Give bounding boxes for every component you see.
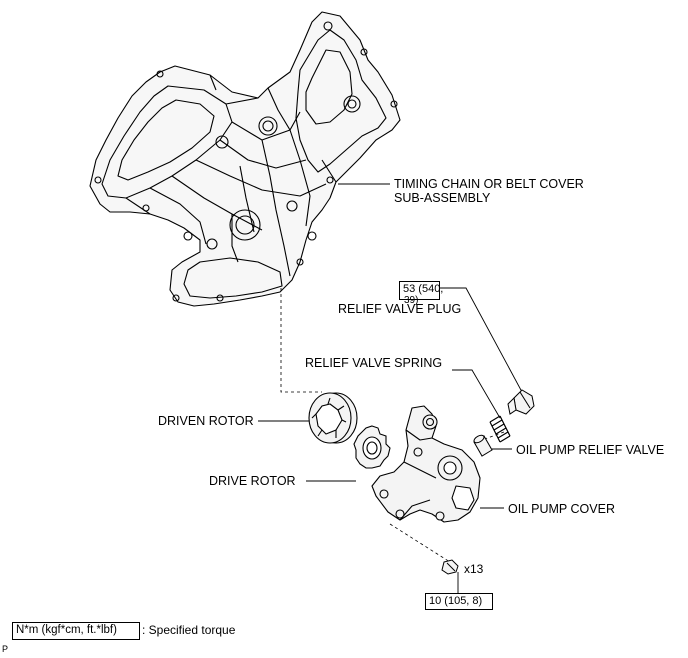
oil-pump-cover-label: OIL PUMP COVER bbox=[508, 502, 615, 516]
bolt-illustration bbox=[441, 559, 459, 575]
corner-mark: P bbox=[2, 644, 9, 654]
timing-chain-cover-illustration bbox=[89, 11, 401, 307]
driven-rotor-label: DRIVEN ROTOR bbox=[158, 414, 254, 428]
legend-description: : Specified torque bbox=[142, 623, 236, 637]
leader-lines bbox=[258, 183, 523, 594]
leader-relief-valve-plug bbox=[440, 287, 523, 393]
relief-valve-plug-label: RELIEF VALVE PLUG bbox=[338, 302, 462, 316]
oil-pump-cover-illustration bbox=[371, 405, 481, 523]
bolt-torque-box: 10 (105, 8) bbox=[425, 593, 493, 610]
relief-valve-plug-torque-box: 53 (540, bbox=[399, 281, 444, 300]
driven-rotor-illustration bbox=[308, 392, 358, 444]
leader-relief-valve-spring bbox=[452, 369, 501, 419]
relief-valve-spring-illustration bbox=[489, 415, 511, 443]
relief-valve-plug-illustration bbox=[507, 389, 535, 415]
timing-chain-cover-label-line1: TIMING CHAIN OR BELT COVER bbox=[394, 177, 584, 191]
relief-valve-spring-label: RELIEF VALVE SPRING bbox=[305, 356, 443, 370]
drive-rotor-label: DRIVE ROTOR bbox=[209, 474, 296, 488]
relief-valve-plug-torque-line2: 39) bbox=[404, 295, 419, 306]
oil-pump-relief-valve-label: OIL PUMP RELIEF VALVE bbox=[516, 443, 665, 457]
relief-valve-plug-torque-line1: 53 (540, bbox=[403, 283, 444, 295]
legend-unit-box: N*m (kgf*cm, ft.*lbf) bbox=[12, 622, 140, 640]
oil-pump-relief-valve-illustration bbox=[473, 434, 493, 457]
timing-chain-cover-label-line2: SUB-ASSEMBLY bbox=[394, 191, 491, 205]
drive-rotor-illustration bbox=[353, 425, 391, 469]
bolt-count-label: x13 bbox=[464, 562, 484, 576]
